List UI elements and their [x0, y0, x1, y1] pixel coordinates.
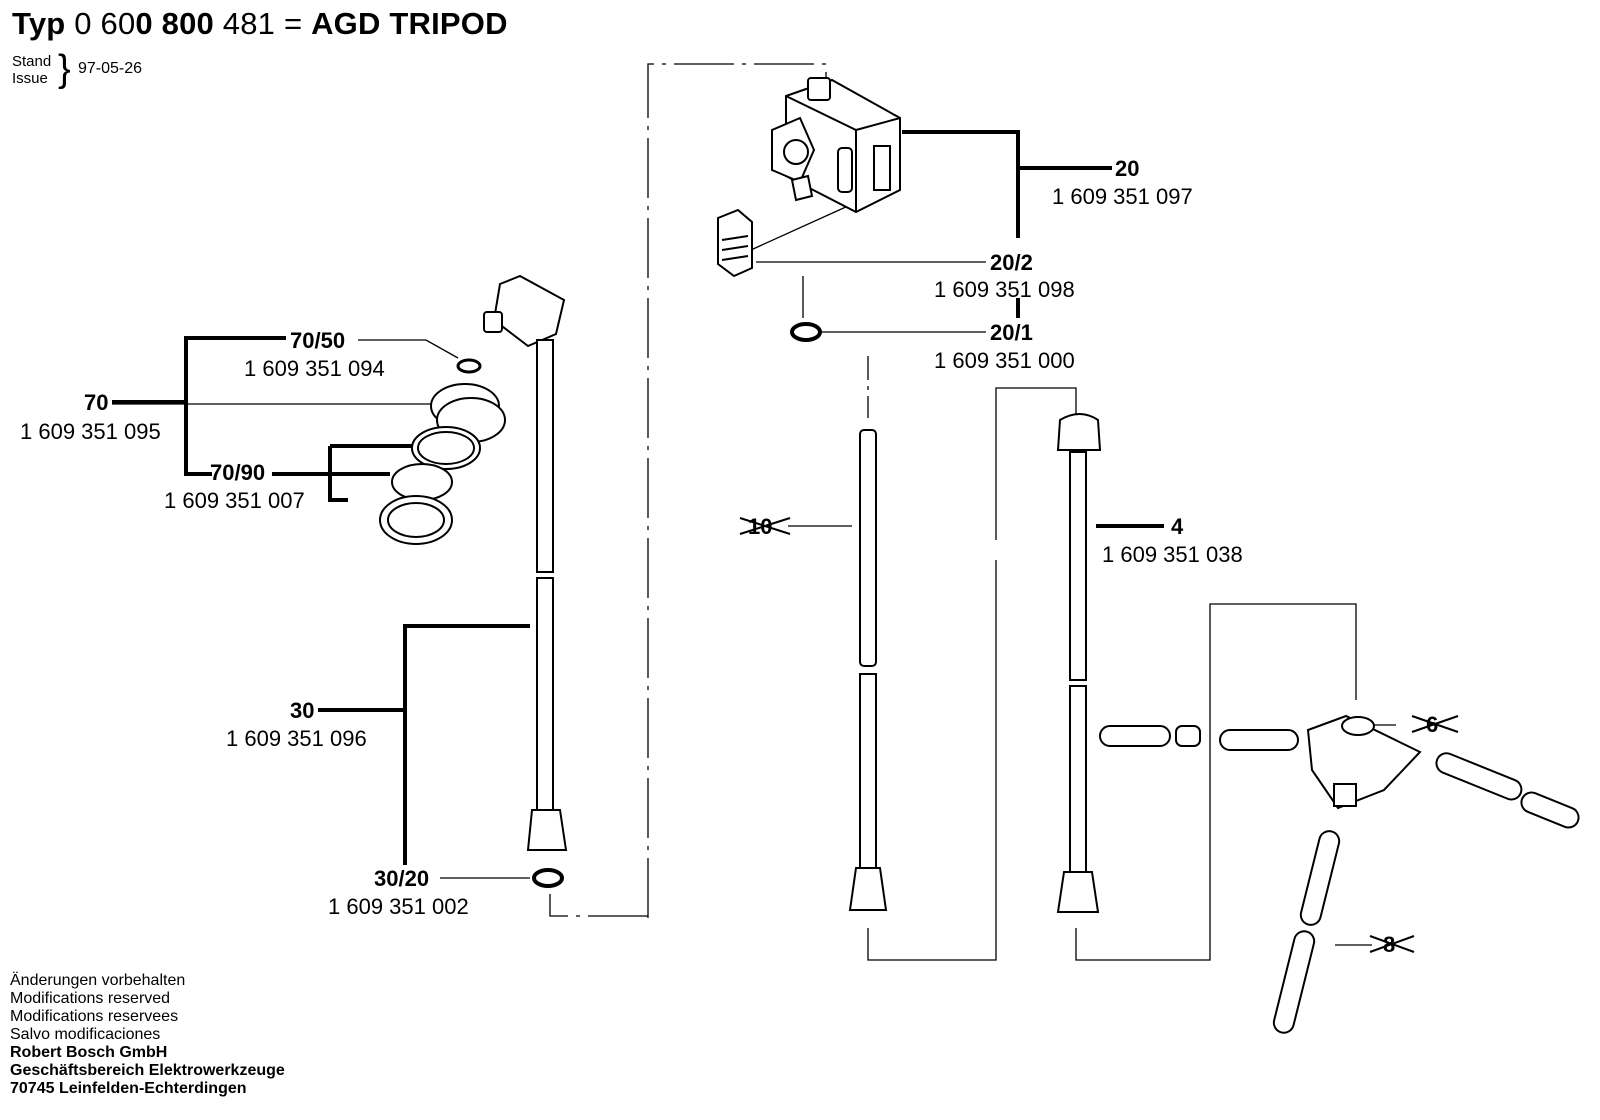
- spray-tube-part: [483, 274, 568, 888]
- callout-bracket-lines: [112, 130, 1164, 865]
- pos-label-70: 70: [84, 390, 109, 415]
- valve-block-part: [717, 77, 901, 342]
- pos-label-8-crossed: 8: [1383, 932, 1396, 957]
- footer-line-de: Änderungen vorbehalten: [10, 972, 186, 989]
- pos-label-70-90: 70/90: [210, 460, 266, 485]
- nozzle-rings-part: [379, 358, 506, 545]
- footer-line-en: Modifications reserved: [10, 990, 171, 1007]
- part-number-20-2: 1 609 351 098: [934, 277, 1075, 302]
- type-number-part2: 0 800: [135, 6, 214, 41]
- document-title: Typ 0 600 800 481 = AGD TRIPOD: [12, 6, 508, 42]
- connection-lines: [549, 63, 1357, 961]
- pos-label-70-50: 70/50: [290, 328, 346, 353]
- pos-label-6-crossed: 6: [1426, 712, 1439, 737]
- part-number-20: 1 609 351 097: [1052, 184, 1193, 209]
- part-number-4: 1 609 351 038: [1102, 542, 1243, 567]
- part-number-30-20: 1 609 351 002: [328, 894, 469, 919]
- footer-line-es: Salvo modificaciones: [10, 1026, 161, 1043]
- pos-label-20-2: 20/2: [990, 250, 1033, 275]
- issue-labels: Stand Issue: [12, 53, 51, 87]
- footer-company: Robert Bosch GmbH: [10, 1044, 168, 1061]
- stand-label: Stand: [12, 53, 52, 70]
- pos-label-30: 30: [290, 698, 315, 723]
- footer-division: Geschäftsbereich Elektrowerkzeuge: [10, 1062, 285, 1079]
- tube-10-part: [848, 429, 888, 911]
- pos-label-20: 20: [1115, 156, 1140, 181]
- model-name: AGD TRIPOD: [311, 6, 508, 41]
- pos-label-30-20: 30/20: [374, 866, 430, 891]
- pos-label-10-crossed: 10: [748, 514, 773, 539]
- part-number-20-1: 1 609 351 000: [934, 348, 1075, 373]
- pos-label-4: 4: [1171, 514, 1184, 539]
- typ-label: Typ: [12, 6, 66, 41]
- footer-notes: Änderungen vorbehalten Modifications res…: [10, 972, 285, 1098]
- part-number-70-90: 1 609 351 007: [164, 488, 305, 513]
- footer-address: 70745 Leinfelden-Echterdingen: [10, 1080, 247, 1097]
- type-number-part1: 0 60: [74, 6, 136, 41]
- brace-glyph: }: [58, 48, 71, 90]
- tripod-hub-part: [1099, 714, 1580, 1034]
- tube-4-part: [1056, 413, 1102, 913]
- pos-label-20-1: 20/1: [990, 320, 1033, 345]
- equals-sign: =: [283, 6, 303, 41]
- part-number-70: 1 609 351 095: [20, 419, 161, 444]
- footer-line-fr: Modifications reservees: [10, 1008, 179, 1025]
- strike-lines: [739, 517, 1459, 953]
- leader-lines: [112, 205, 1396, 946]
- part-number-70-50: 1 609 351 094: [244, 356, 385, 381]
- issue-label: Issue: [12, 70, 48, 87]
- type-number-part3: 481: [222, 6, 276, 41]
- issue-date: 97-05-26: [78, 60, 143, 77]
- part-number-30: 1 609 351 096: [226, 726, 367, 751]
